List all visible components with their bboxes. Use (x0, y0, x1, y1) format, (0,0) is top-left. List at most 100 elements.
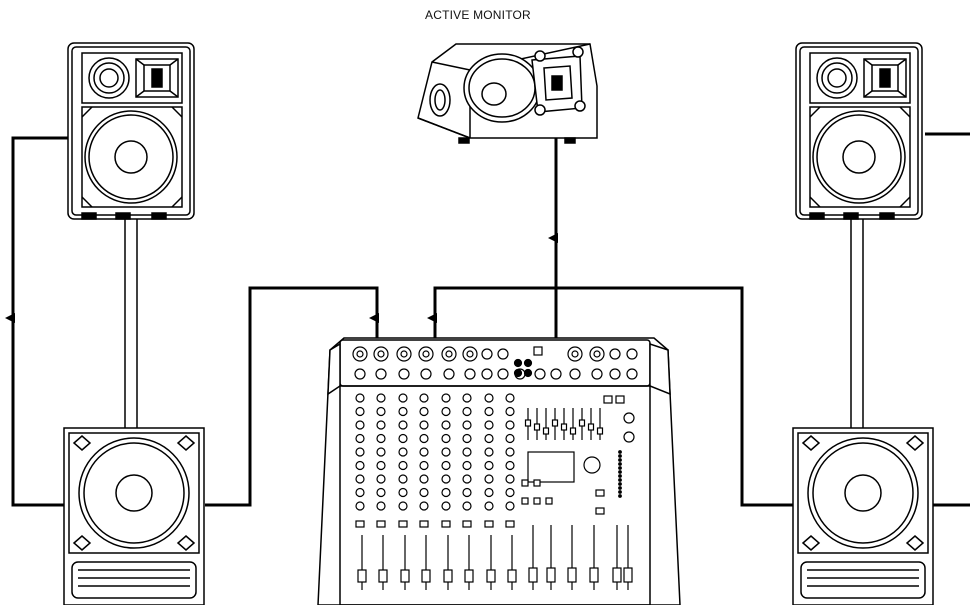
channel-knob (420, 394, 428, 402)
fader-cap (401, 570, 409, 582)
jack-socket (498, 369, 508, 379)
speakon-pin (525, 360, 532, 367)
fader-cap (465, 570, 473, 582)
jack-socket (355, 369, 365, 379)
channel-knob (506, 502, 514, 510)
channel-knob (377, 394, 385, 402)
meter-led (619, 479, 622, 482)
channel-knob (356, 448, 364, 456)
jack-socket (535, 369, 545, 379)
meter-led (619, 487, 622, 490)
channel-knob (377, 408, 385, 416)
channel-knob (442, 421, 450, 429)
channel-button (485, 521, 493, 527)
channel-knob (442, 435, 450, 443)
channel-knob (399, 435, 407, 443)
jack-socket (551, 369, 561, 379)
channel-button (399, 521, 407, 527)
channel-knob (463, 435, 471, 443)
channel-knob (377, 502, 385, 510)
channel-knob (399, 394, 407, 402)
channel-knob (442, 448, 450, 456)
channel-knob (356, 502, 364, 510)
jack-socket (627, 369, 637, 379)
cable-left-sub-to-main (13, 138, 68, 505)
channel-knob (420, 408, 428, 416)
channel-knob (442, 475, 450, 483)
channel-knob (463, 475, 471, 483)
channel-knob (442, 408, 450, 416)
eq-fader-cap (544, 428, 549, 434)
jack-socket (376, 369, 386, 379)
jack-socket (610, 349, 620, 359)
jack-socket (444, 369, 454, 379)
channel-knob (506, 448, 514, 456)
fader-cap (422, 570, 430, 582)
channel-knob (442, 462, 450, 470)
channel-knob (377, 435, 385, 443)
channel-knob (420, 462, 428, 470)
channel-knob (485, 502, 493, 510)
meter-led (619, 459, 622, 462)
channel-knob (399, 489, 407, 497)
channel-knob (377, 421, 385, 429)
fader-cap (613, 568, 621, 582)
right-pole (851, 218, 863, 430)
channel-knob (399, 421, 407, 429)
channel-knob (506, 489, 514, 497)
channel-knob (463, 502, 471, 510)
channel-knob (485, 394, 493, 402)
channel-knob (420, 435, 428, 443)
fader-cap (508, 570, 516, 582)
sub-port (801, 562, 925, 598)
channel-knob (420, 421, 428, 429)
meter-led (619, 467, 622, 470)
fader-cap (624, 568, 632, 582)
eq-fader-cap (571, 428, 576, 434)
active-monitor (418, 44, 597, 143)
jack-socket (465, 369, 475, 379)
channel-knob (356, 408, 364, 416)
subwoofer-right (793, 428, 933, 605)
mixer-master-knob (584, 457, 600, 473)
channel-knob (377, 448, 385, 456)
channel-knob (399, 448, 407, 456)
channel-button (506, 521, 514, 527)
left-pole (125, 218, 137, 430)
channel-knob (356, 489, 364, 497)
channel-knob (399, 462, 407, 470)
channel-knob (463, 421, 471, 429)
channel-knob (399, 475, 407, 483)
meter-led (619, 463, 622, 466)
sub-port (72, 562, 196, 598)
channel-button (463, 521, 471, 527)
meter-led (619, 475, 622, 478)
jack-socket (610, 369, 620, 379)
eq-fader-cap (580, 420, 585, 426)
meter-led (619, 491, 622, 494)
speakon-pin (515, 370, 522, 377)
channel-button (442, 521, 450, 527)
channel-knob (420, 489, 428, 497)
fader-cap (358, 570, 366, 582)
speakon-pin (525, 370, 532, 377)
channel-knob (442, 394, 450, 402)
channel-knob (506, 475, 514, 483)
fader-cap (547, 568, 555, 582)
channel-knob (506, 408, 514, 416)
channel-knob (356, 394, 364, 402)
channel-knob (463, 462, 471, 470)
fader-cap (590, 568, 598, 582)
channel-knob (485, 421, 493, 429)
eq-fader-cap (535, 424, 540, 430)
jack-socket (592, 369, 602, 379)
channel-knob (485, 448, 493, 456)
channel-button (377, 521, 385, 527)
channel-knob (485, 408, 493, 416)
channel-knob (420, 475, 428, 483)
eq-fader-cap (562, 424, 567, 430)
eq-fader-cap (553, 420, 558, 426)
channel-knob (463, 394, 471, 402)
meter-led (619, 495, 622, 498)
channel-knob (377, 489, 385, 497)
